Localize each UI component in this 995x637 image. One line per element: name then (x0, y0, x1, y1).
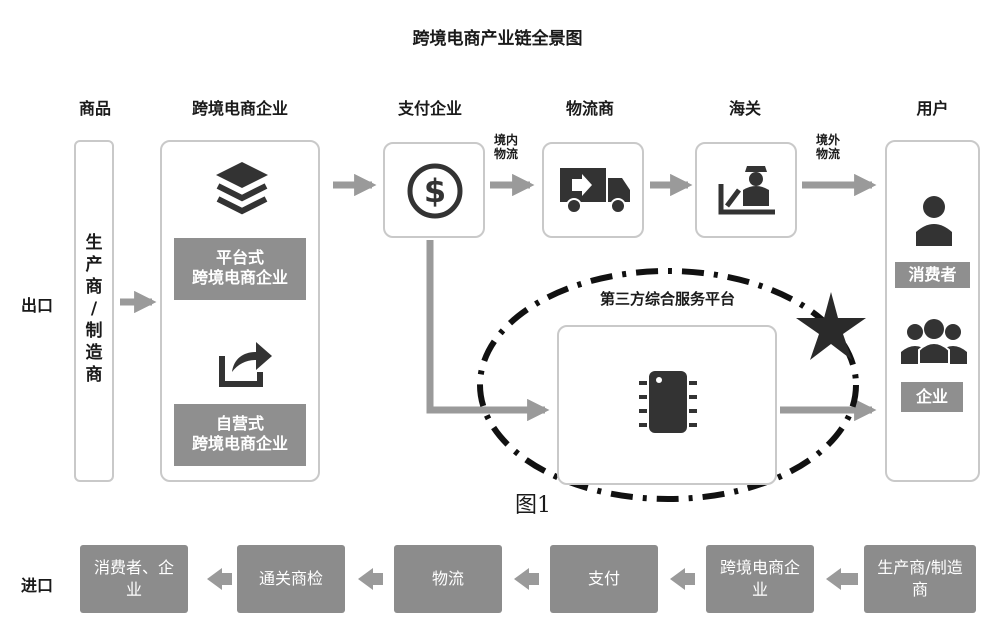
enterprise-icon (901, 319, 967, 365)
customs-officer-icon (718, 166, 775, 215)
producer-char: 制 (85, 321, 103, 341)
import-step-consumers: 消费者、企业 (80, 545, 188, 613)
import-step-text: 生产商/制造 (877, 558, 963, 577)
import-step-text: 跨境电商企 (719, 558, 800, 577)
import-step-text: 业 (751, 580, 768, 599)
self-label-line2: 跨境电商企业 (191, 434, 288, 453)
header-goods: 商品 (78, 99, 111, 118)
domestic-logistics-line1: 境内 (494, 133, 519, 147)
figure-caption: 图1 (515, 493, 551, 518)
import-step-text: 消费者、企 (93, 558, 174, 577)
truck-icon (560, 168, 630, 214)
producer-char: 产 (85, 255, 103, 275)
payment-box: $ (383, 142, 485, 238)
import-step-text: 支付 (587, 569, 620, 588)
consumer-label: 消费者 (895, 262, 970, 288)
producer-char: 造 (85, 343, 103, 363)
overseas-logistics-line2: 物流 (816, 147, 841, 161)
row-label-export: 出口 (20, 296, 53, 315)
overseas-logistics-label: 境外 物流 (816, 133, 840, 161)
ecommerce-box: 平台式 跨境电商企业 自营式 跨境电商企业 (160, 140, 320, 482)
layers-icon (216, 162, 268, 215)
import-step-producer: 生产商/制造商 (864, 545, 976, 613)
header-customs: 海关 (728, 99, 761, 118)
producer-char: 生 (85, 233, 103, 253)
customs-box (695, 142, 797, 238)
import-step-text: 物流 (431, 569, 464, 588)
self-operated-label: 自营式 跨境电商企业 (174, 404, 306, 466)
row-label-import: 进口 (20, 576, 53, 595)
chip-icon (639, 371, 697, 433)
users-box: 消费者 企业 (885, 140, 980, 482)
producer-char: 商 (85, 365, 103, 385)
enterprise-label: 企业 (901, 382, 963, 412)
logistics-box (542, 142, 644, 238)
dollar-icon: $ (407, 163, 463, 219)
import-step-text: 商 (911, 580, 928, 599)
dashed-ellipse-highlight (477, 268, 859, 502)
domestic-logistics-line2: 物流 (494, 147, 519, 161)
import-step-text: 通关商检 (258, 569, 323, 588)
producer-char: / (90, 299, 98, 319)
share-icon (219, 342, 272, 387)
import-step-logistics: 物流 (394, 545, 502, 613)
header-payment: 支付企业 (397, 99, 462, 118)
producer-box: 生 产 商 / 制 造 商 (74, 140, 114, 482)
import-arrows (207, 568, 858, 590)
import-step-payment: 支付 (550, 545, 658, 613)
platform-label-line1: 平台式 (215, 248, 264, 267)
producer-char: 商 (85, 277, 103, 297)
domestic-logistics-label: 境内 物流 (494, 133, 518, 161)
import-step-text: 业 (125, 580, 142, 599)
consumer-icon (916, 196, 952, 246)
import-step-ecommerce: 跨境电商企业 (706, 545, 814, 613)
header-logistics: 物流商 (565, 99, 614, 118)
overseas-logistics-line1: 境外 (816, 133, 841, 147)
third-party-box (557, 325, 777, 485)
header-ecommerce: 跨境电商企业 (191, 99, 288, 118)
self-label-line1: 自营式 (215, 414, 264, 433)
page-title: 跨境电商产业链全景图 (412, 29, 583, 49)
header-users: 用户 (916, 99, 949, 118)
svg-text:$: $ (424, 172, 446, 210)
arrow-payment-to-platform (426, 240, 550, 422)
platform-label: 平台式 跨境电商企业 (174, 238, 306, 300)
import-step-customs: 通关商检 (237, 545, 345, 613)
third-party-title: 第三方综合服务平台 (599, 290, 735, 308)
platform-label-line2: 跨境电商企业 (191, 268, 288, 287)
star-icon (796, 292, 866, 360)
